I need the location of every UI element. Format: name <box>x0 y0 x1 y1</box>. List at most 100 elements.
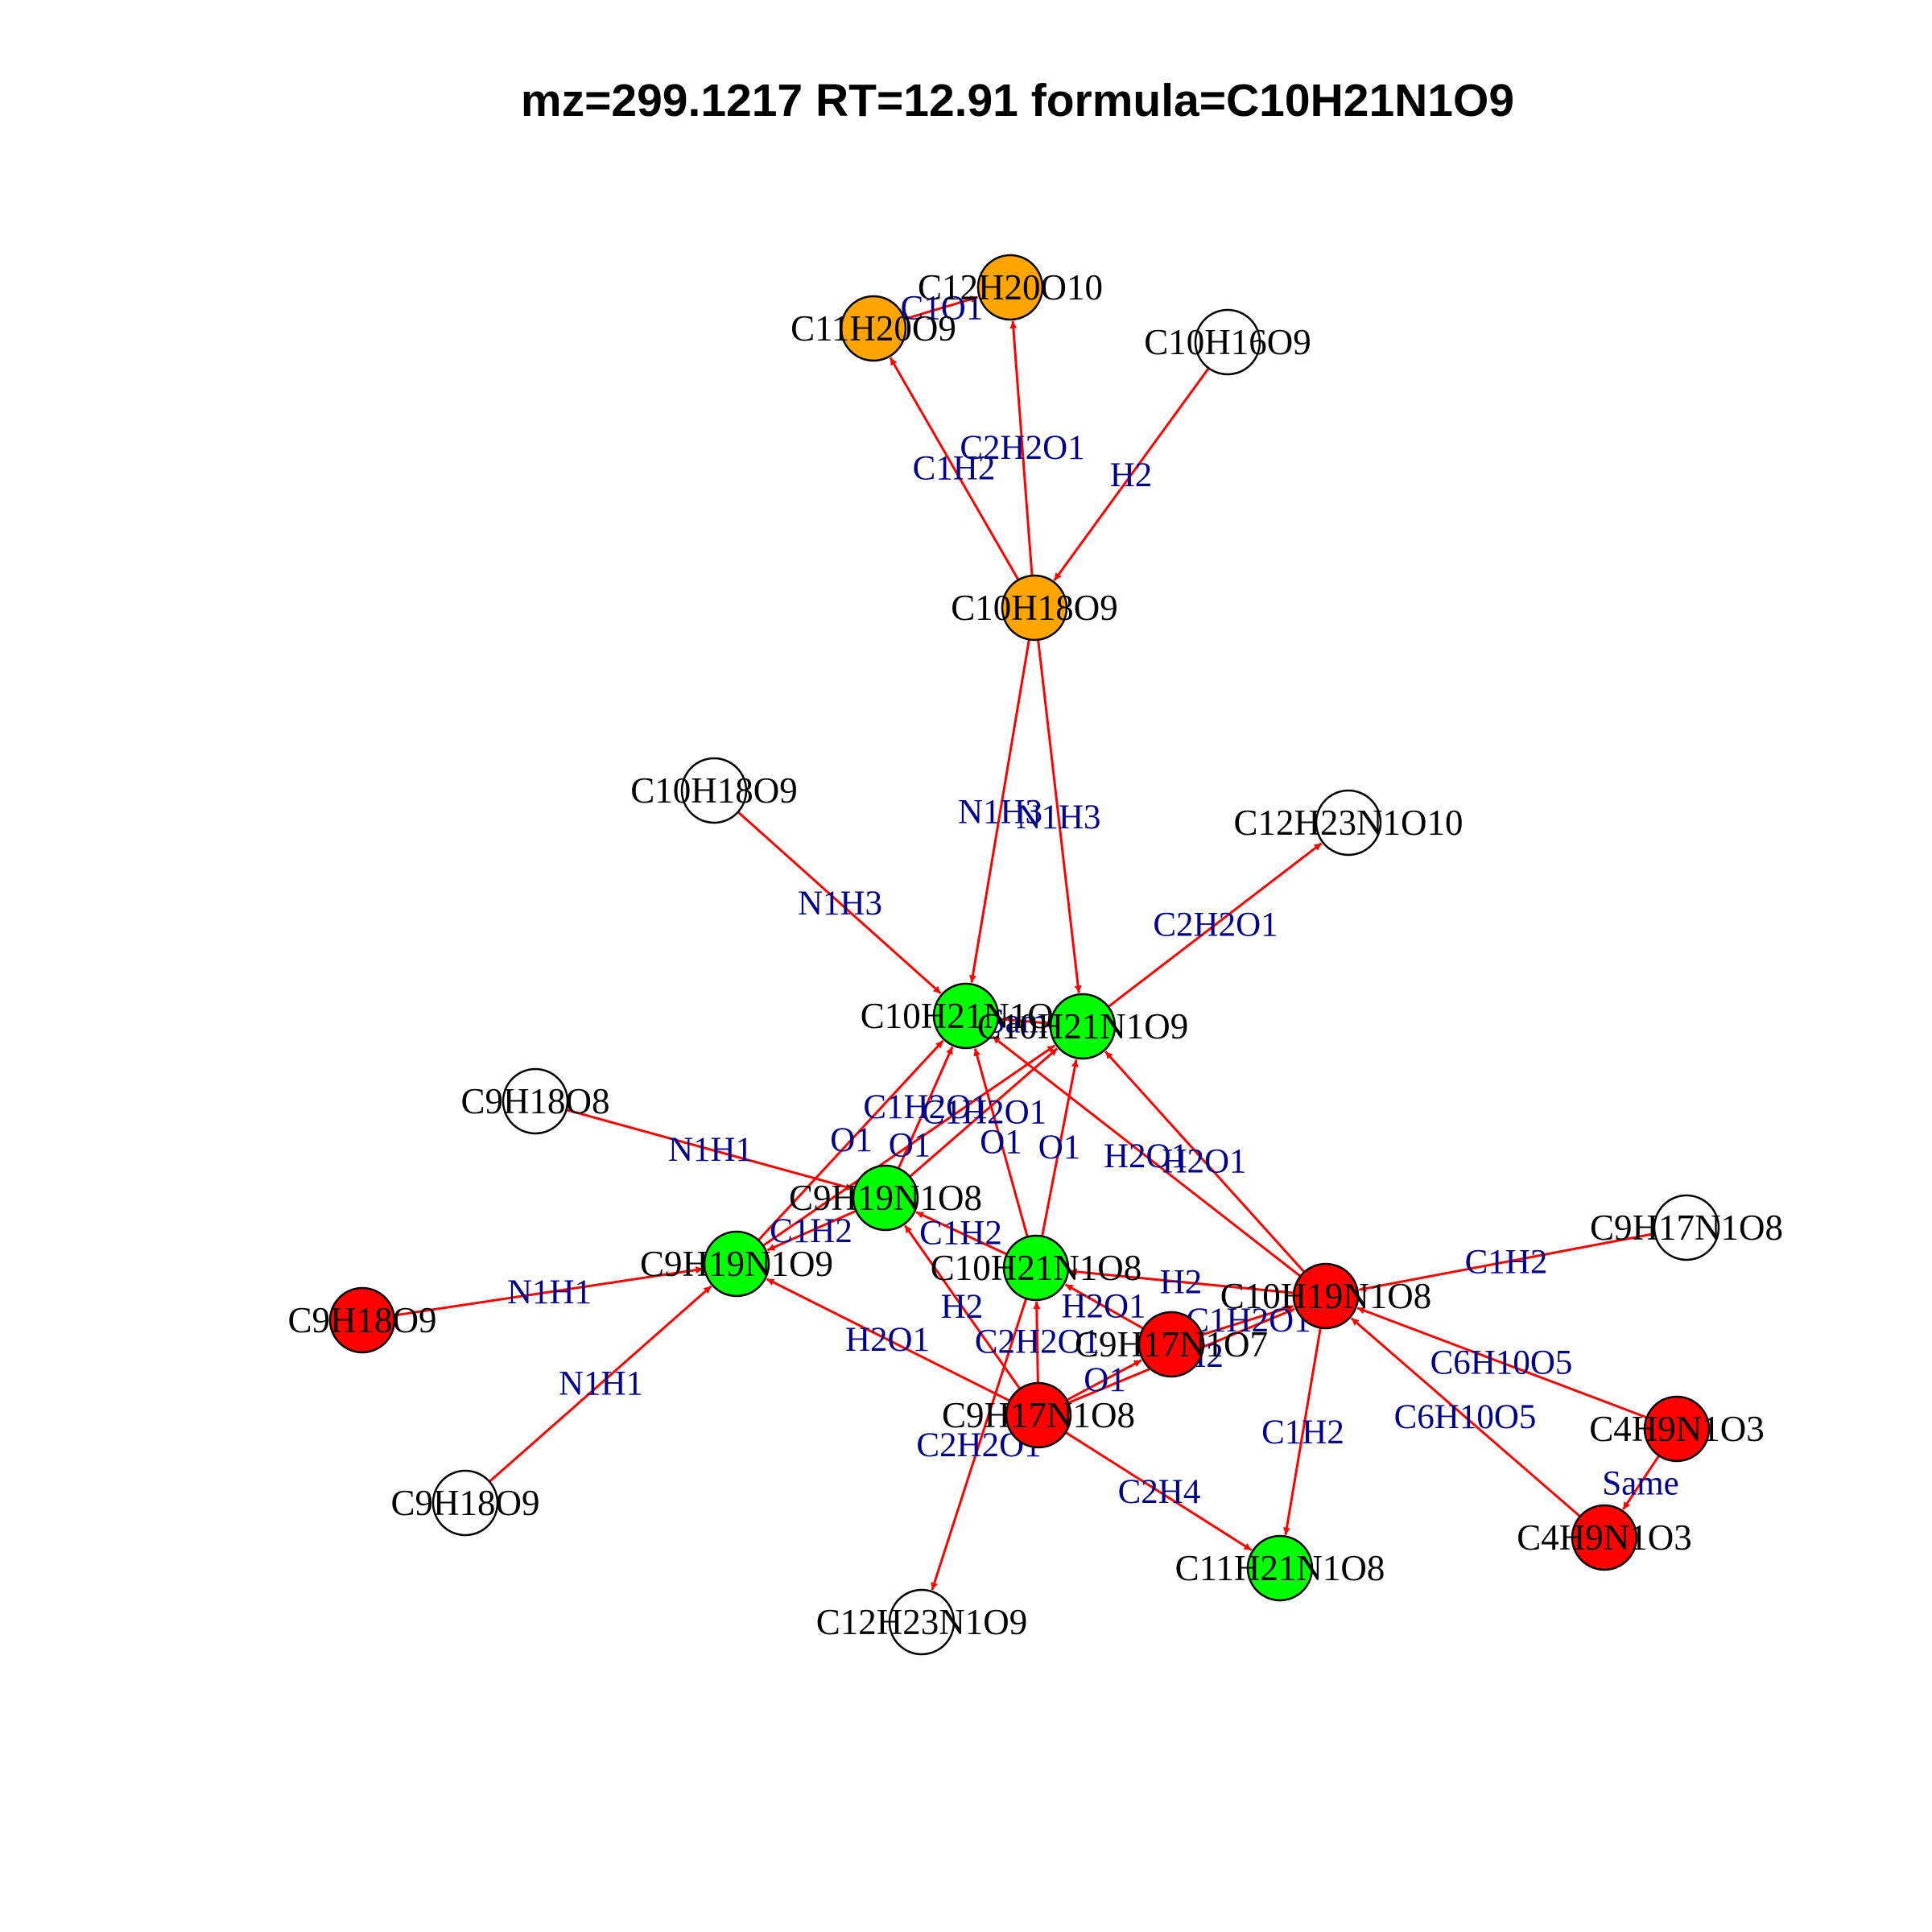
edge-n4-n7 <box>968 639 1030 983</box>
node-circle <box>1194 308 1261 376</box>
edge-n12-n22 <box>931 1298 1028 1591</box>
node-circle <box>1292 1262 1360 1330</box>
edge-label: C1H2O1 <box>1186 1302 1311 1340</box>
edge-label: C1H2O1 <box>922 1094 1046 1132</box>
node-circle <box>1049 993 1117 1060</box>
node-label: C12H20O10 <box>918 267 1103 308</box>
edge-label: N1H3 <box>958 794 1042 832</box>
node-n12: C10H21N1O8 <box>931 1234 1141 1302</box>
node-n2: C12H20O10 <box>918 254 1103 321</box>
edge-n17-n12 <box>1033 1301 1041 1384</box>
edge-label: H2 <box>941 1288 984 1326</box>
edge-label: C6H10O5 <box>1430 1344 1573 1382</box>
edge-label: C1H2 <box>919 1215 1002 1253</box>
edge-n1-n2 <box>903 295 979 320</box>
edge-label: H2 <box>1160 1264 1203 1302</box>
edge-label: H2O1 <box>845 1321 930 1359</box>
node-circle <box>502 1067 569 1135</box>
edge-n4-n2 <box>1009 320 1034 576</box>
node-circle <box>1002 1234 1070 1302</box>
edge-label: C1H2 <box>770 1212 852 1250</box>
edge-n13-n7 <box>992 1035 1302 1278</box>
edge-n12-n8 <box>1041 1059 1079 1237</box>
node-circle <box>1653 1194 1720 1261</box>
node-n15: C9H18O9 <box>287 1286 437 1354</box>
edge-n11-n8 <box>762 1044 1056 1247</box>
edge-label: N1H3 <box>1016 799 1100 836</box>
node-n3: C10H16O9 <box>1144 308 1311 376</box>
edge-n17-n11 <box>766 1278 1010 1402</box>
edge-label: Same <box>1602 1465 1679 1503</box>
node-n4: C10H18O9 <box>951 574 1118 642</box>
node-circle <box>431 1469 499 1537</box>
node-n7: C10H21N1O9 <box>861 982 1071 1050</box>
node-label: C10H18O9 <box>951 588 1118 628</box>
edge-n14-n13 <box>1358 1232 1655 1292</box>
node-circle <box>1643 1395 1711 1463</box>
node-label: C9H17N1O8 <box>1590 1208 1783 1248</box>
edge-n10-n7 <box>897 1046 954 1170</box>
edge-n16-n13 <box>1201 1304 1294 1336</box>
node-n22: C12H23N1O9 <box>816 1588 1028 1656</box>
node-circle <box>703 1230 770 1298</box>
edge-n17-n21 <box>1064 1431 1253 1551</box>
node-label: C9H18O8 <box>460 1081 609 1121</box>
node-label: C11H20O9 <box>791 308 956 349</box>
edge-n3-n4 <box>1053 367 1210 581</box>
node-label: C10H21N1O9 <box>977 1006 1189 1046</box>
node-n11: C9H19N1O9 <box>640 1230 833 1298</box>
node-label: C12H23N1O9 <box>816 1602 1028 1642</box>
nodes-layer: C11H20O9C12H20O10C10H16O9C10H18O9C10H18O… <box>287 254 1783 1656</box>
edge-n18-n13 <box>1356 1307 1648 1419</box>
node-n5: C10H18O9 <box>630 757 798 824</box>
edge-label: O1 <box>980 1124 1022 1162</box>
edge-n13-n21 <box>1283 1327 1322 1535</box>
node-label: C10H18O9 <box>630 770 798 811</box>
edge-n10-n11 <box>766 1209 857 1252</box>
edge-n5-n7 <box>737 811 942 995</box>
edge-label: C2H2O1 <box>960 429 1084 467</box>
node-circle <box>1246 1534 1314 1602</box>
edge-label: C1H2O1 <box>863 1088 988 1126</box>
edge-label: O1 <box>830 1121 873 1159</box>
edge-n17-n10 <box>903 1224 1022 1390</box>
edge-label: N1H3 <box>798 885 882 923</box>
node-label: C4H9N1O3 <box>1589 1409 1765 1449</box>
node-n21: C11H21N1O8 <box>1175 1534 1385 1602</box>
edge-label: O1 <box>889 1127 931 1165</box>
node-label: C9H18O9 <box>287 1300 436 1340</box>
edge-label: N1H1 <box>559 1365 643 1403</box>
node-n14: C9H17N1O8 <box>1590 1194 1783 1261</box>
graph-title: mz=299.1217 RT=12.91 formula=C10H21N1O9 <box>521 75 1514 126</box>
edges-layer <box>394 295 1661 1591</box>
node-label: C9H19N1O9 <box>640 1244 833 1284</box>
node-circle <box>1571 1504 1638 1571</box>
node-n8: C10H21N1O9 <box>977 993 1189 1060</box>
node-n13: C10H19N1O8 <box>1220 1262 1432 1330</box>
node-n9: C9H18O8 <box>460 1067 610 1135</box>
node-label: C10H19N1O8 <box>1220 1276 1432 1316</box>
edge-n18-n19 <box>1622 1455 1661 1510</box>
node-n10: C9H19N1O8 <box>789 1164 982 1232</box>
edge-label: C1O1 <box>901 290 984 328</box>
node-circle <box>976 254 1044 321</box>
edge-n12-n10 <box>915 1211 1008 1256</box>
node-label: C9H19N1O8 <box>789 1178 982 1218</box>
node-label: C9H18O9 <box>390 1483 539 1523</box>
edge-label: C2H2O1 <box>975 1323 1100 1361</box>
edge-n17-n16 <box>1066 1359 1142 1402</box>
edge-label: N1H1 <box>507 1274 592 1311</box>
node-n16: C9H17N1O7 <box>1075 1311 1268 1378</box>
edge-label: O1 <box>1084 1361 1126 1399</box>
edge-labels-layer: C1H2C2H2O1C1O1H2N1H3N1H3N1H3C2H2O1SameN1… <box>507 290 1679 1512</box>
edge-n8-n6 <box>1107 842 1323 1008</box>
node-circle <box>852 1164 919 1232</box>
node-circle <box>840 295 907 362</box>
node-label: C11H21N1O8 <box>1175 1548 1385 1588</box>
edge-label: C1H2 <box>1261 1414 1344 1451</box>
edge-label: N1H1 <box>668 1131 753 1169</box>
node-n19: C4H9N1O3 <box>1517 1504 1692 1571</box>
node-n18: C4H9N1O3 <box>1589 1395 1765 1463</box>
edge-label: C6H10O5 <box>1394 1398 1537 1436</box>
node-label: C4H9N1O3 <box>1517 1517 1692 1558</box>
